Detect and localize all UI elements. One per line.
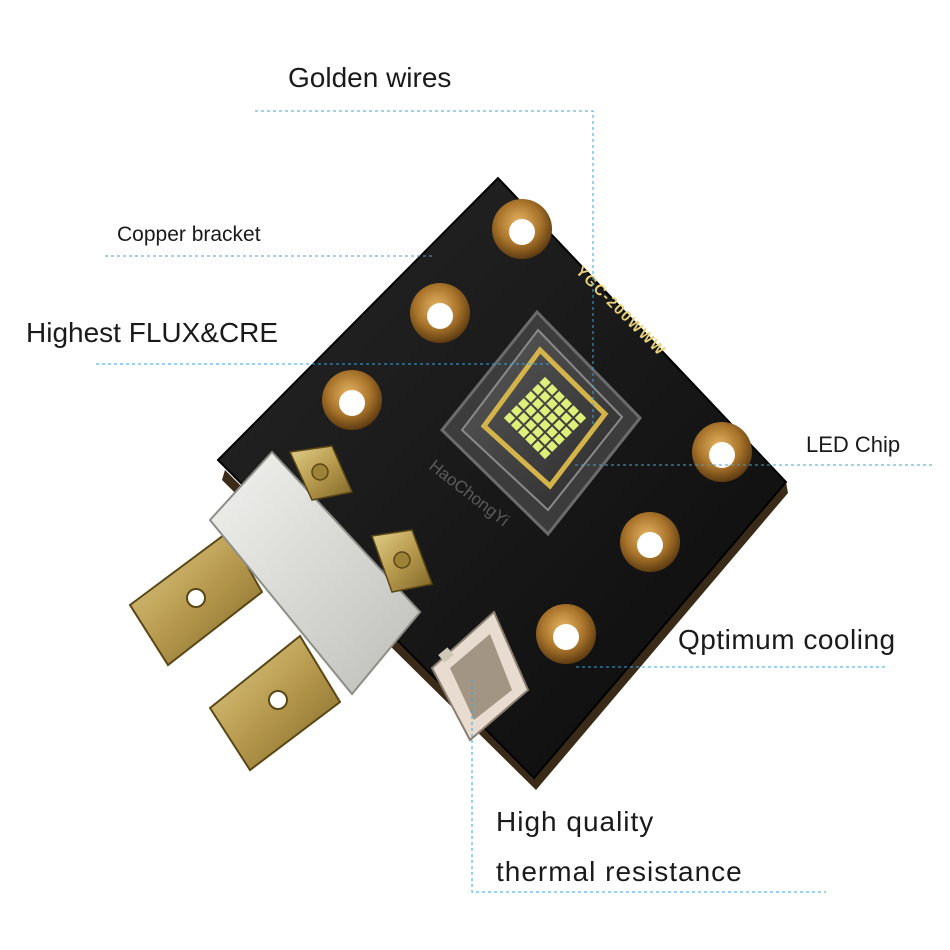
brass-tab-rivet xyxy=(393,551,411,569)
ceramic-block xyxy=(208,450,422,696)
led-cell xyxy=(532,398,544,410)
signal-connector xyxy=(430,610,530,742)
led-cell xyxy=(546,383,558,396)
led-cell xyxy=(567,405,580,417)
led-cell xyxy=(525,405,537,417)
led-cell xyxy=(503,412,516,424)
led-cell xyxy=(553,433,565,445)
led-cell xyxy=(532,426,544,438)
mounting-hole xyxy=(620,512,680,572)
mounting-hole xyxy=(692,422,752,482)
callout-golden-wires: Golden wires xyxy=(288,62,452,93)
led-cell xyxy=(546,426,558,438)
brass-tab-rivet xyxy=(311,463,329,481)
led-cell xyxy=(546,440,558,453)
led-cell xyxy=(539,405,551,417)
led-cell xyxy=(539,433,551,445)
callout-thermal-line2: thermal resistance xyxy=(496,856,743,887)
led-cell xyxy=(525,433,537,445)
led-cell xyxy=(532,383,544,396)
mounting-hole xyxy=(536,604,596,664)
led-cell xyxy=(567,419,580,431)
led-cell xyxy=(518,426,530,438)
led-cell xyxy=(525,391,537,403)
terminal-block xyxy=(128,445,434,772)
led-cell xyxy=(553,391,565,403)
callout-thermal-line1: High quality xyxy=(496,806,655,837)
led-cell xyxy=(518,398,530,410)
callout-highest-flux: Highest FLUX&CRE xyxy=(26,317,279,348)
led-cell xyxy=(539,391,551,403)
led-cell xyxy=(546,398,558,410)
led-cell xyxy=(525,419,537,431)
led-cell xyxy=(560,398,572,410)
led-cell-array xyxy=(503,376,587,460)
led-cell xyxy=(560,412,572,424)
mounting-hole xyxy=(322,370,382,430)
led-cell xyxy=(518,412,530,424)
led-cell xyxy=(532,412,544,424)
callout-copper-bracket: Copper bracket xyxy=(117,223,261,246)
leader-golden-wires xyxy=(255,110,594,425)
leader-thermal xyxy=(471,680,826,893)
led-cell xyxy=(553,419,565,431)
led-cell xyxy=(532,440,544,453)
spade-hole xyxy=(268,690,288,710)
led-cell xyxy=(539,376,551,389)
spade-hole xyxy=(186,588,206,608)
callout-optimum-cooling: Qptimum cooling xyxy=(678,624,896,655)
chip-gold-frame xyxy=(480,346,609,490)
callout-led-chip: LED Chip xyxy=(806,432,901,457)
mounting-holes xyxy=(322,199,752,664)
led-cell xyxy=(510,405,523,417)
led-cell xyxy=(574,412,587,424)
leader-lines xyxy=(96,110,932,893)
mounting-hole xyxy=(492,199,552,259)
led-cell xyxy=(553,405,565,417)
led-cell xyxy=(510,419,523,431)
led-cell xyxy=(560,426,572,438)
led-cell xyxy=(539,447,551,460)
mounting-hole xyxy=(410,283,470,343)
led-cell xyxy=(539,419,551,431)
led-cell xyxy=(546,412,558,424)
